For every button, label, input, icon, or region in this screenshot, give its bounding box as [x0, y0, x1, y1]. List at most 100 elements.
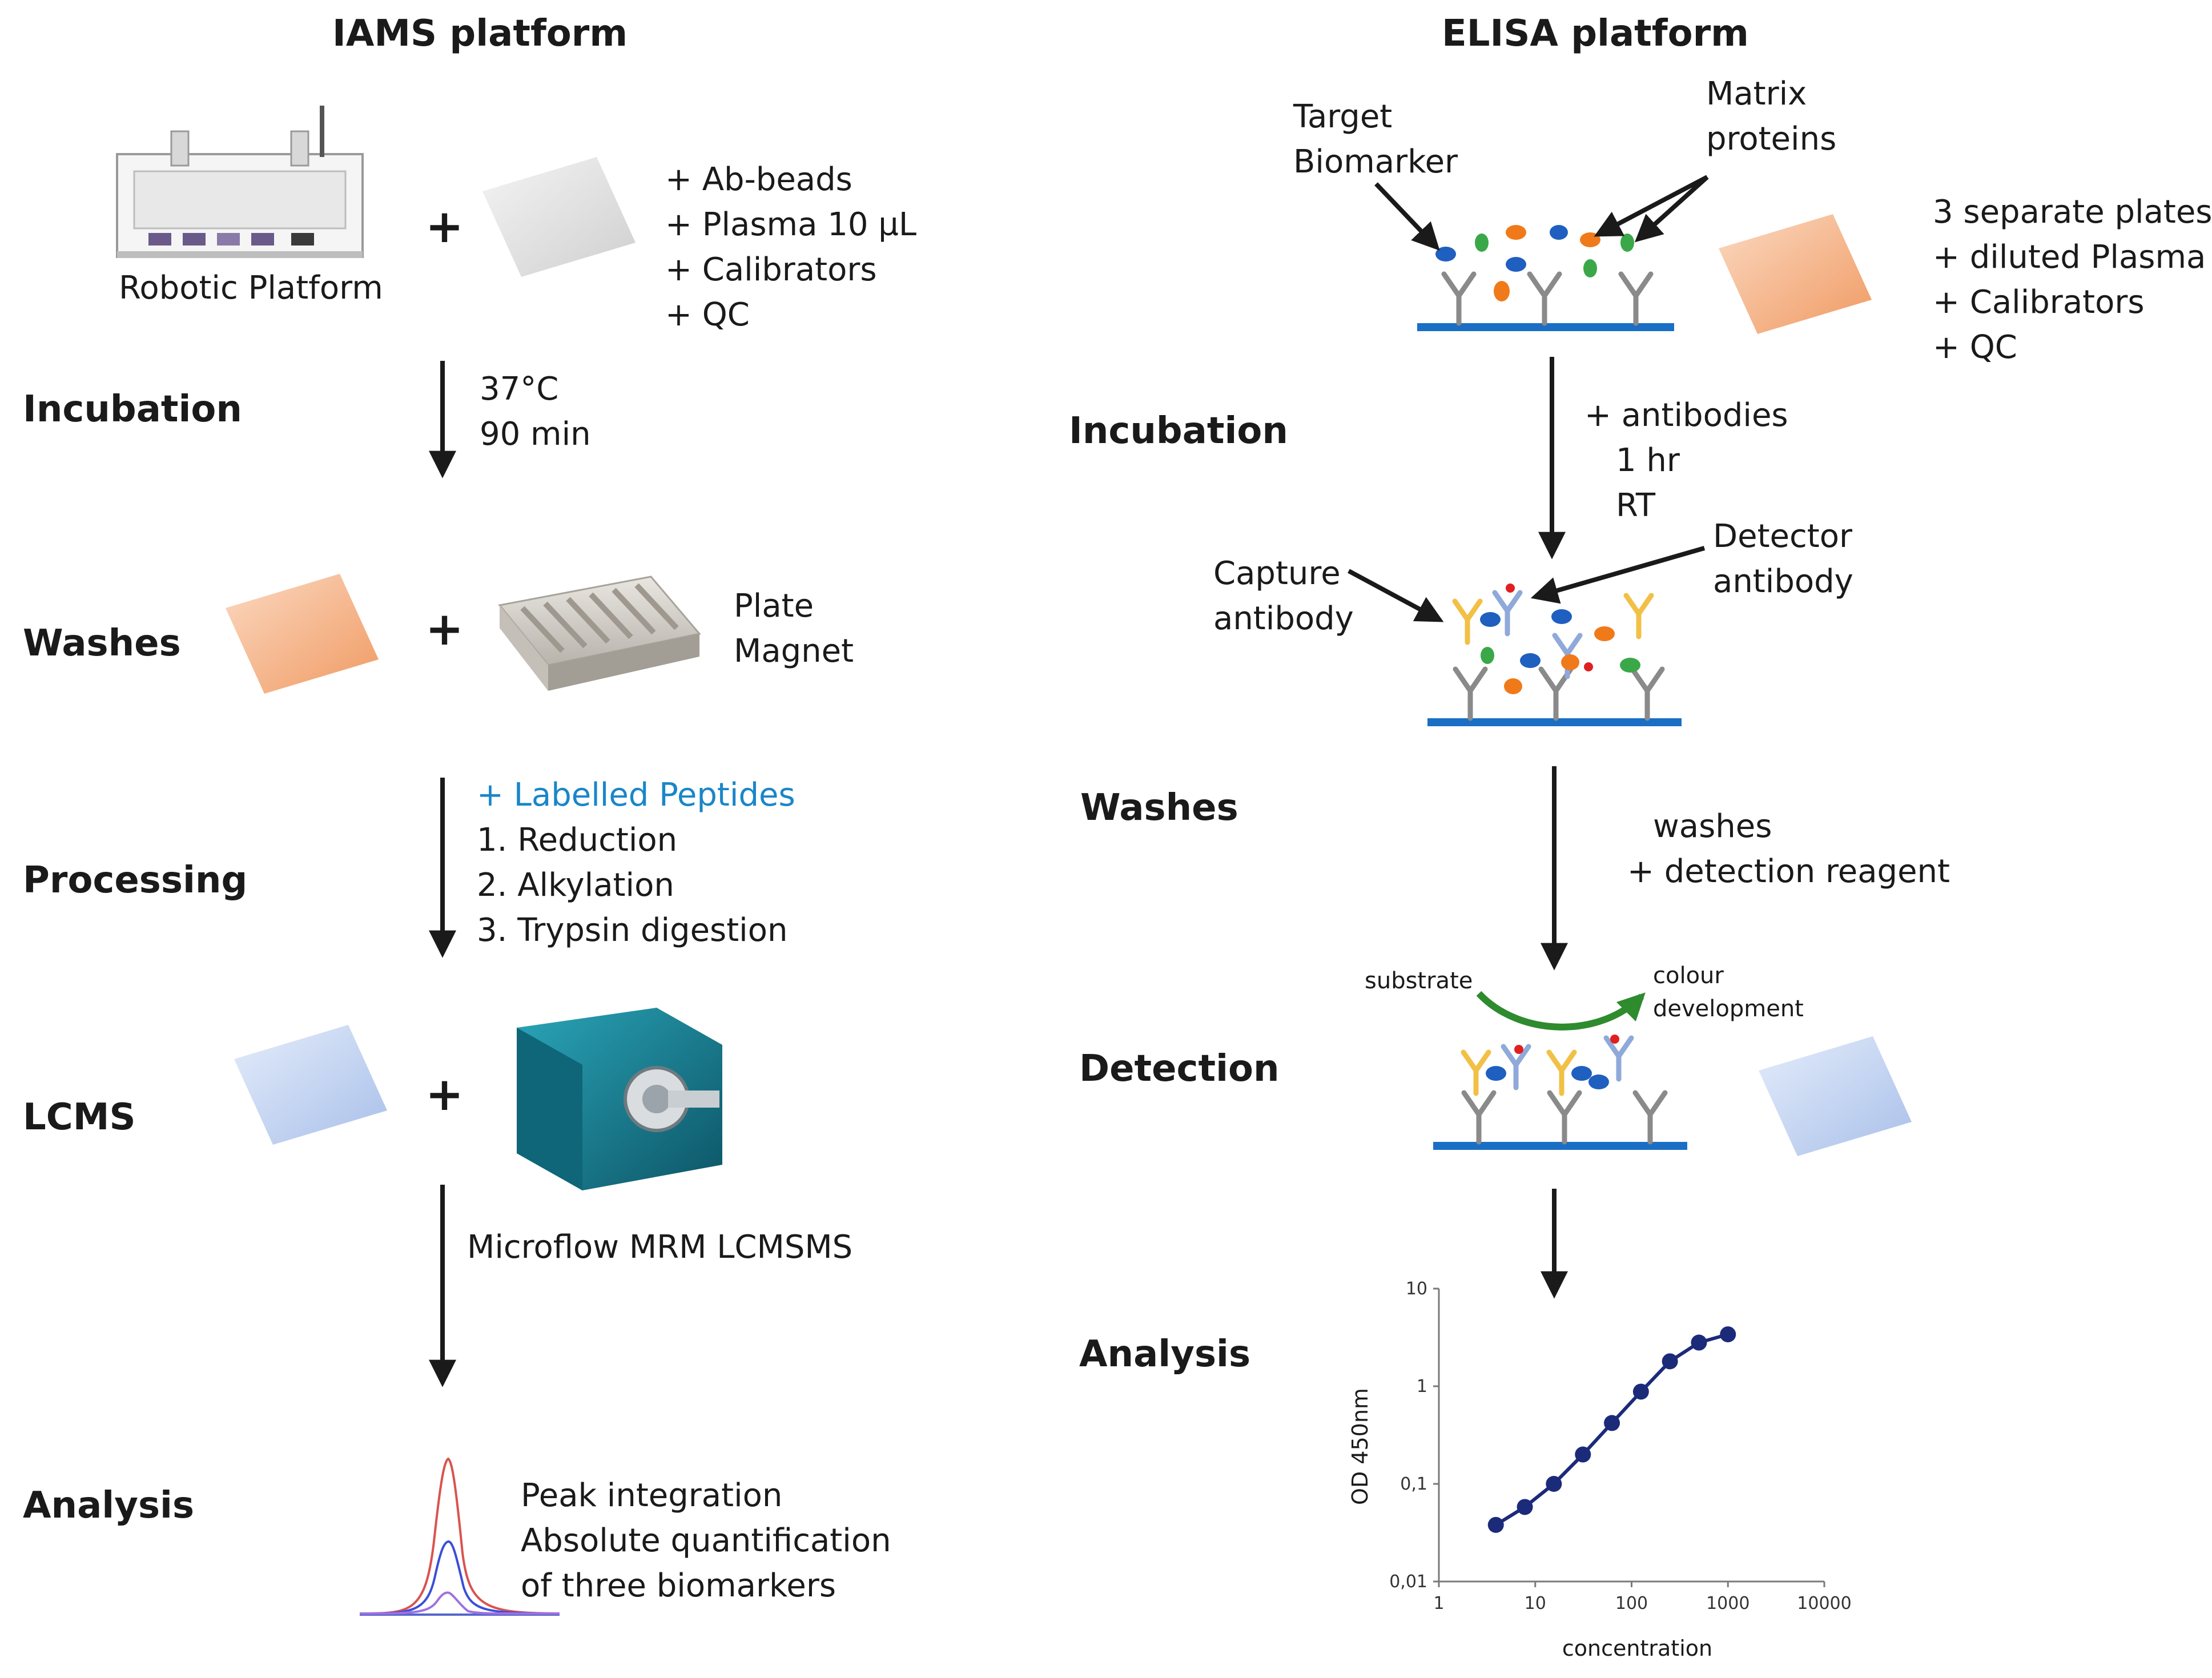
- iams-title: IAMS platform: [332, 13, 628, 55]
- capture-label-line: Capture: [1213, 555, 1341, 592]
- plates-line: + Calibrators: [1933, 284, 2145, 321]
- washes-line: + detection reagent: [1627, 853, 1950, 890]
- data-point: [1720, 1326, 1736, 1343]
- y-tick-label: 0,1: [1400, 1474, 1427, 1494]
- x-tick-label: 1000: [1706, 1594, 1750, 1613]
- standard-curve-chart: 1 10 100 1000 10000 0,01 0,1 1 10 concentration OD…: [1348, 1279, 1852, 1661]
- x-tick-label: 10: [1525, 1594, 1546, 1613]
- elisa-step-detection: Detection: [1079, 1048, 1280, 1090]
- elisa-title: ELISA platform: [1442, 13, 1749, 55]
- x-tick-label: 100: [1615, 1594, 1648, 1613]
- y-axis-label: OD 450nm: [1348, 1388, 1373, 1505]
- data-point: [1604, 1415, 1620, 1431]
- plate-magnet-label: Plate Magnet: [734, 584, 854, 674]
- colour-development-arrow: [1476, 991, 1646, 1031]
- colour-label-line: development: [1653, 996, 1804, 1022]
- iams-step-processing: Processing: [23, 859, 248, 902]
- magnet-label-line: Plate: [734, 587, 814, 625]
- analysis-line: Absolute quantification: [521, 1522, 891, 1559]
- chromatogram-icon: [359, 1457, 560, 1616]
- elisa-blue-plate-icon: [1759, 1036, 1912, 1156]
- data-point: [1517, 1499, 1533, 1515]
- x-tick-label: 10000: [1797, 1594, 1851, 1613]
- x-tick-label: 1: [1433, 1594, 1444, 1613]
- reagent-item: + Calibrators: [665, 251, 877, 288]
- orange-96-well-plate-icon: [226, 574, 379, 694]
- matrix-protein-pointer-1: [1594, 175, 1708, 237]
- plates-line: + diluted Plasma: [1933, 239, 2206, 276]
- plate-magnet-icon: [498, 576, 701, 691]
- detector-label-line: Detector: [1713, 518, 1853, 555]
- substrate-label: substrate: [1365, 968, 1473, 994]
- elisa-incubation-conditions: + antibodies 1 hr RT: [1584, 393, 1788, 528]
- processing-step: 2. Alkylation: [477, 867, 674, 904]
- data-point: [1632, 1383, 1649, 1400]
- detector-antibody-label: Detector antibody: [1713, 514, 1853, 604]
- data-point: [1575, 1446, 1591, 1463]
- elisa-condition: RT: [1616, 487, 1656, 524]
- condition-temperature: 37°C: [480, 371, 559, 408]
- y-tick-label: 10: [1406, 1279, 1427, 1299]
- colour-label-line: colour: [1653, 963, 1724, 989]
- reagent-item: + Plasma 10 µL: [665, 206, 917, 243]
- capture-antibody-pointer: [1348, 569, 1444, 622]
- matrix-proteins-label: Matrix proteins: [1706, 71, 1836, 162]
- iams-analysis-text: Peak integration Absolute quantification…: [521, 1473, 891, 1608]
- reagent-item: + QC: [665, 296, 750, 333]
- x-axis-label: concentration: [1562, 1636, 1712, 1661]
- reagent-item: + Ab-beads: [665, 161, 852, 198]
- elisa-step-washes: Washes: [1080, 787, 1238, 829]
- robotic-platform-icon: [116, 106, 364, 258]
- lcms-instrument-icon: [517, 1008, 722, 1190]
- plates-line: + QC: [1933, 329, 2017, 366]
- analysis-line: Peak integration: [521, 1477, 783, 1514]
- analysis-line: of three biomarkers: [521, 1567, 836, 1604]
- magnet-label-line: Magnet: [734, 633, 854, 670]
- iams-incubation-conditions: 37°C 90 min: [480, 367, 591, 457]
- colour-development-label: colour development: [1653, 959, 1804, 1025]
- processing-step: 3. Trypsin digestion: [477, 912, 788, 949]
- plus-sign-3: +: [425, 1068, 464, 1121]
- target-label-line: Biomarker: [1293, 143, 1458, 180]
- biomarker-and-matrix-proteins: [1435, 225, 1634, 301]
- washes-line: washes: [1653, 808, 1772, 845]
- iams-step-lcms: LCMS: [23, 1096, 136, 1138]
- data-point: [1691, 1334, 1707, 1351]
- data-point: [1662, 1353, 1678, 1370]
- condition-duration: 90 min: [480, 416, 591, 453]
- iams-step-washes: Washes: [23, 622, 181, 665]
- plus-sign-2: +: [425, 602, 464, 655]
- elisa-sandwich-surface: [1427, 584, 1682, 726]
- capture-label-line: antibody: [1213, 600, 1354, 637]
- iams-step-analysis: Analysis: [23, 1484, 195, 1527]
- elisa-capture-surface: [1417, 274, 1674, 331]
- plus-sign-1: +: [425, 200, 464, 253]
- elisa-detection-surface: [1433, 1035, 1687, 1150]
- matrix-label-line: proteins: [1706, 120, 1837, 158]
- elisa-condition: 1 hr: [1616, 442, 1680, 479]
- iams-reagent-list: + Ab-beads + Plasma 10 µL + Calibrators …: [665, 157, 916, 337]
- detector-label-line: antibody: [1713, 563, 1853, 600]
- target-biomarker-pointer: [1374, 182, 1440, 251]
- elisa-washes-text: washes + detection reagent: [1627, 804, 1950, 894]
- target-biomarker-label: Target Biomarker: [1293, 94, 1458, 184]
- elisa-plates-text: 3 separate plates + diluted Plasma + Cal…: [1933, 190, 2212, 370]
- data-point: [1546, 1476, 1562, 1492]
- plates-line: 3 separate plates: [1933, 194, 2212, 231]
- matrix-label-line: Matrix: [1706, 75, 1807, 112]
- target-label-line: Target: [1293, 98, 1393, 135]
- iams-step-incubation: Incubation: [23, 388, 242, 430]
- capture-antibody-label: Capture antibody: [1213, 551, 1354, 641]
- data-point: [1487, 1516, 1504, 1533]
- y-tick-label: 0,01: [1389, 1572, 1427, 1592]
- lcms-method-text: Microflow MRM LCMSMS: [467, 1229, 853, 1266]
- labelled-peptides-text: + Labelled Peptides: [477, 776, 795, 814]
- iams-processing-list: + Labelled Peptides 1. Reduction 2. Alky…: [477, 772, 795, 953]
- processing-step: 1. Reduction: [477, 822, 678, 859]
- elisa-step-analysis: Analysis: [1079, 1333, 1251, 1375]
- detector-antibody-pointer: [1530, 546, 1706, 604]
- matrix-protein-pointer-2: [1634, 175, 1709, 243]
- y-tick-label: 1: [1417, 1377, 1427, 1397]
- elisa-orange-plate-icon: [1719, 214, 1872, 334]
